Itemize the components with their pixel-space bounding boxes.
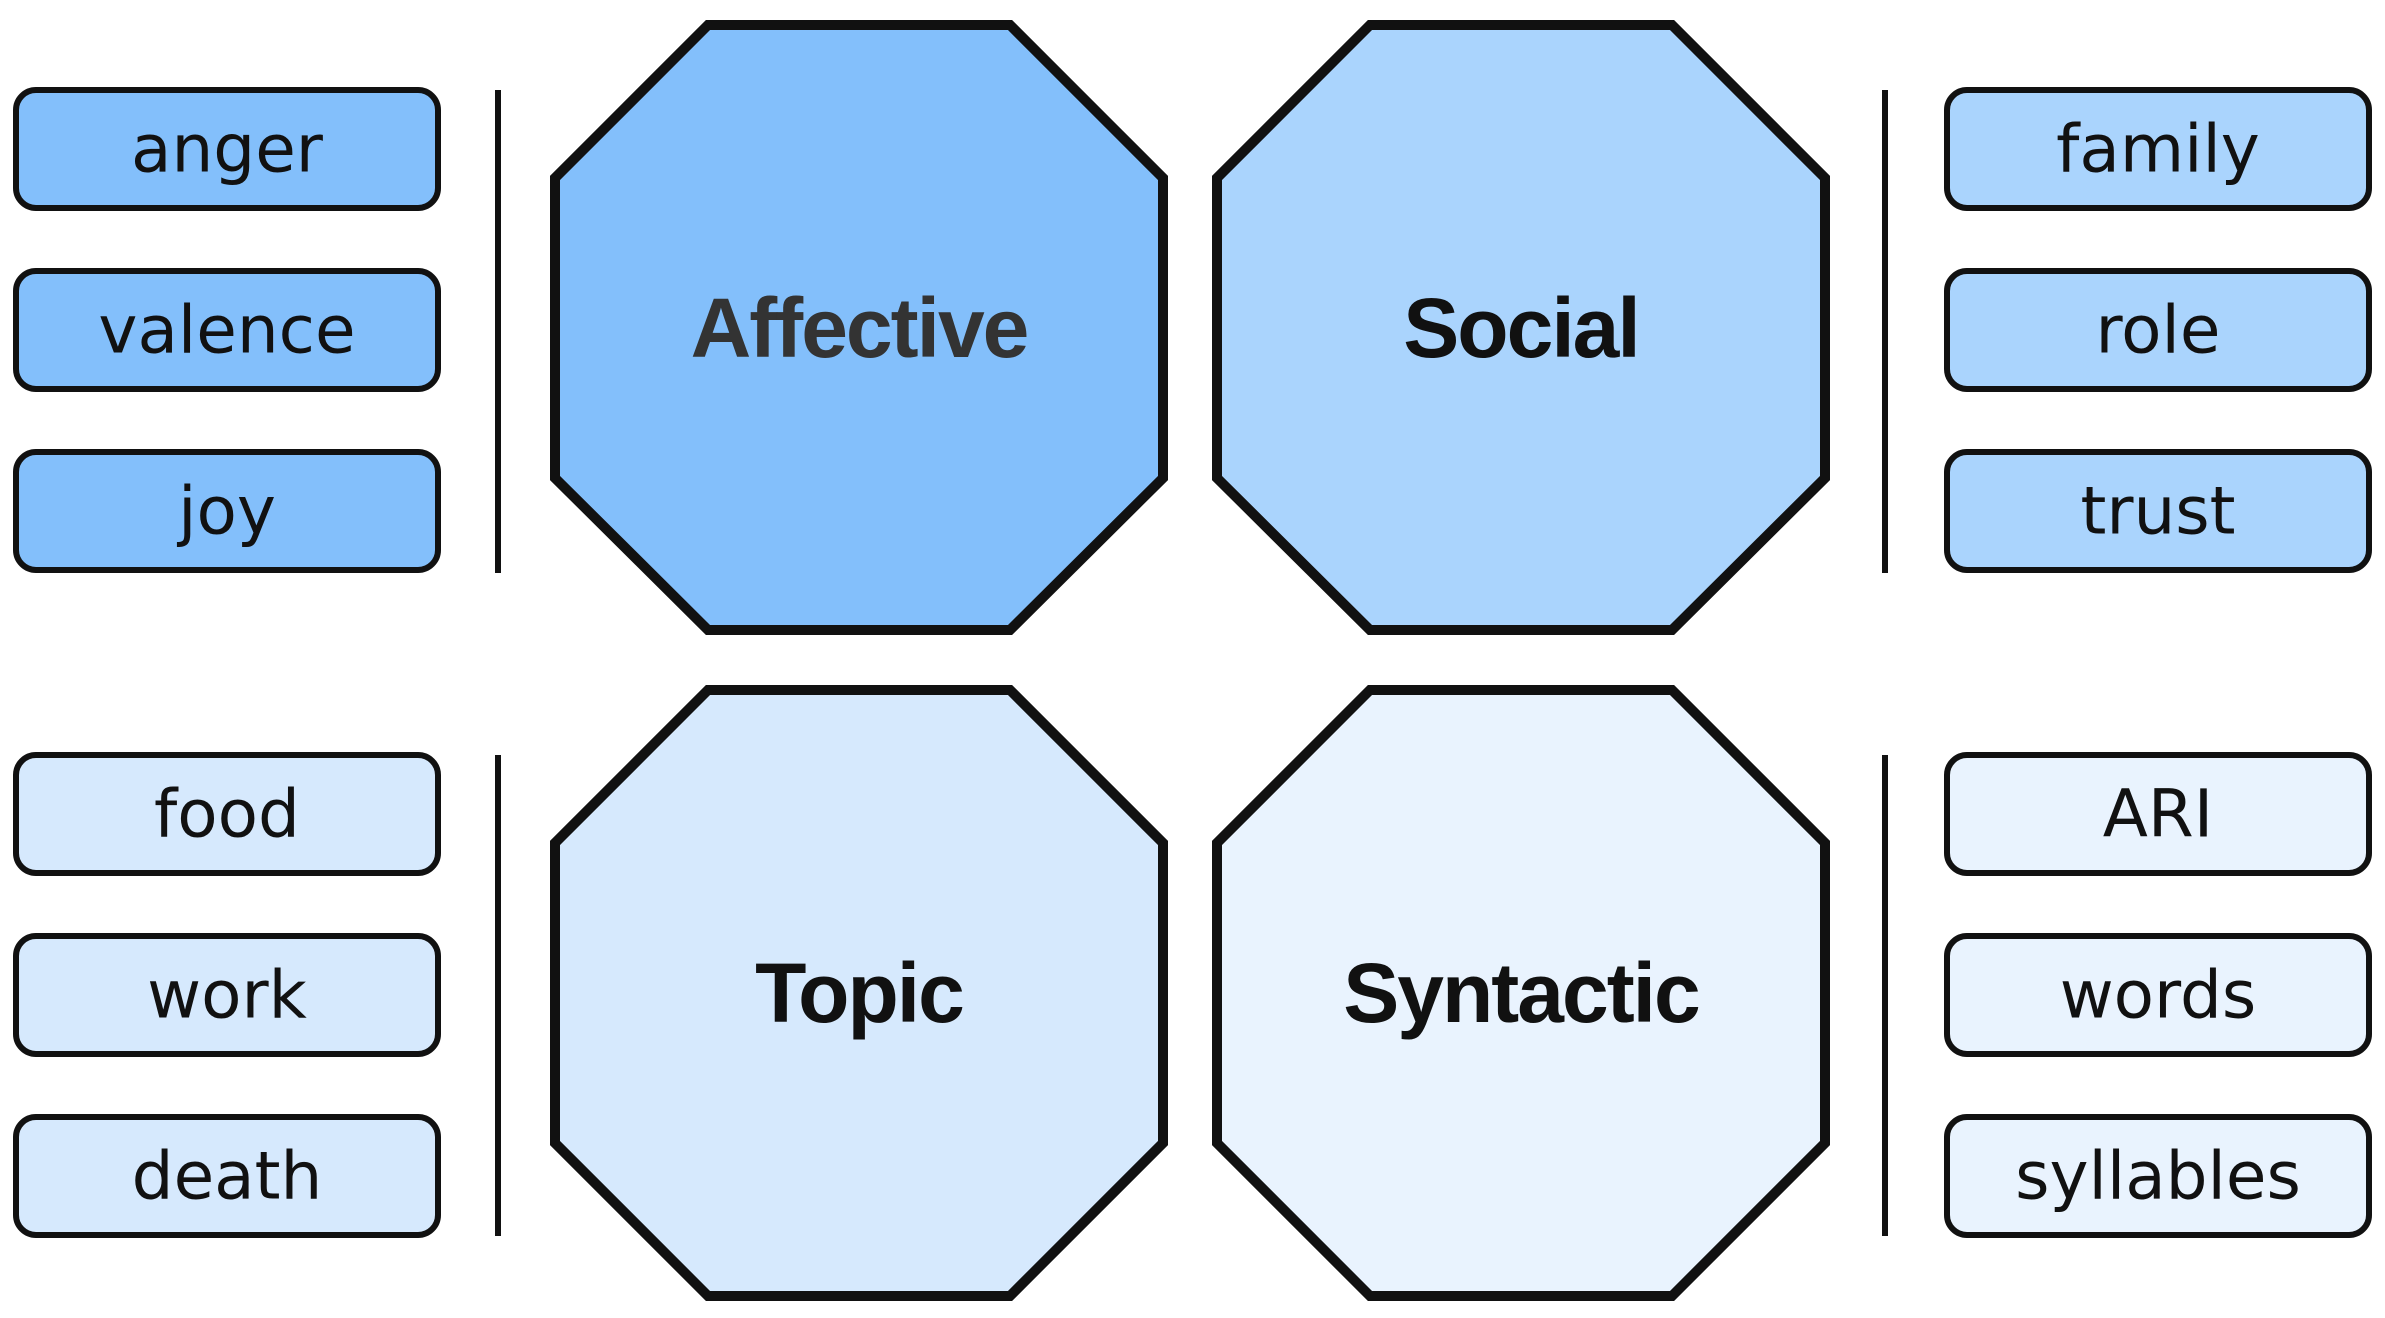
octagon-topic (550, 685, 1168, 1301)
chip-role: role (1944, 268, 2372, 392)
chip-ari: ARI (1944, 752, 2372, 876)
chip-anger: anger (13, 87, 441, 211)
category-label-syntactic: Syntactic (1343, 946, 1699, 1040)
chip-label-syllables: syllables (2015, 1138, 2301, 1215)
category-label-affective: Affective (691, 281, 1028, 375)
chip-label-family: family (2056, 111, 2260, 188)
chip-death: death (13, 1114, 441, 1238)
octagon-social (1212, 20, 1830, 635)
chip-label-valence: valence (98, 292, 355, 369)
chip-label-anger: anger (131, 111, 324, 188)
category-label-topic: Topic (755, 946, 963, 1040)
chip-work: work (13, 933, 441, 1057)
chip-label-trust: trust (2080, 473, 2235, 550)
octagon-syntactic (1212, 685, 1830, 1301)
chip-label-ari: ARI (2103, 776, 2213, 853)
chip-label-food: food (154, 776, 300, 853)
chip-label-joy: joy (176, 473, 276, 550)
chip-label-death: death (132, 1138, 323, 1215)
chip-label-work: work (147, 957, 307, 1034)
chip-words: words (1944, 933, 2372, 1057)
chip-food: food (13, 752, 441, 876)
chip-trust: trust (1944, 449, 2372, 573)
chip-syllables: syllables (1944, 1114, 2372, 1238)
chip-valence: valence (13, 268, 441, 392)
chip-joy: joy (13, 449, 441, 573)
chip-label-words: words (2060, 957, 2257, 1034)
chip-label-role: role (2095, 292, 2220, 369)
chip-family: family (1944, 87, 2372, 211)
category-label-social: Social (1403, 281, 1638, 375)
octagon-affective (550, 20, 1168, 635)
